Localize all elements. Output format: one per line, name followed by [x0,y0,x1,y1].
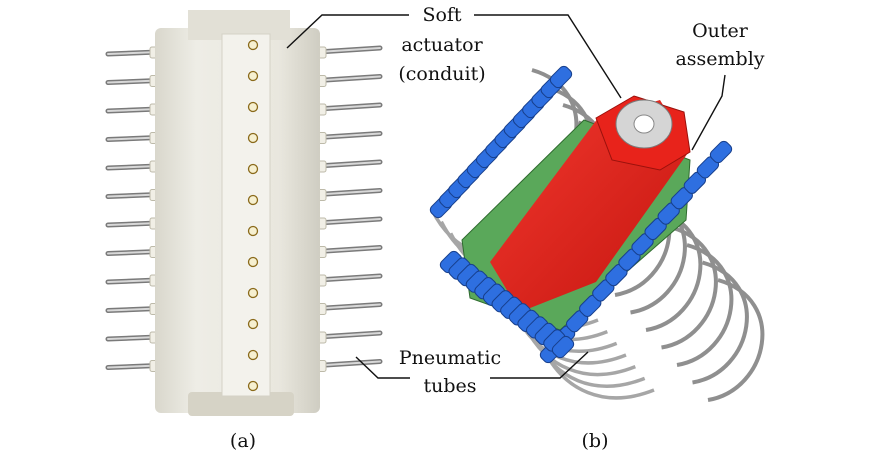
caption-a: (a) [230,430,256,452]
caption-b: (b) [582,430,609,452]
conduit-hole [247,194,259,206]
right-tube-highlight [317,104,381,110]
tube-loop [661,225,718,350]
soft-actuator-label-2: actuator [401,34,483,56]
outer-assembly-label-2: assembly [675,48,764,70]
conduit-holes [247,39,259,392]
outer-assembly-label-1: Outer [692,20,749,42]
outer-assembly-render [429,65,765,402]
soft-actuator-leader-right [474,14,622,99]
right-tube-highlight [317,161,381,167]
right-pneumatic-tubes [311,45,383,372]
silicone-bottom-block [188,392,294,416]
tube-loop [707,278,765,402]
right-tube-highlight [317,303,381,310]
conduit-hole [247,70,259,82]
blue-connector [549,65,573,89]
right-tube-highlight [317,332,381,338]
conduit-hole [247,349,259,361]
pneumatic-tubes-leader-right [490,351,589,379]
blue-connector [709,140,733,164]
right-tube-highlight [317,47,381,53]
tube-arc [542,349,655,400]
conduit-hole [247,132,259,144]
right-tube-highlight [317,360,381,367]
soft-actuator-label-3: (conduit) [398,63,485,85]
conduit-strip [221,33,271,397]
actuator-end-bore [633,114,655,134]
pneumatic-tubes-label-2: tubes [423,375,476,397]
right-tube-highlight [317,132,381,139]
conduit-hole [247,39,259,51]
conduit-hole [247,163,259,175]
soft-actuator-leader [286,14,409,49]
conduit-hole [247,380,259,392]
annotations: Soft actuator (conduit) Outer assembly P… [230,4,765,452]
pneumatic-tubes-label-1: Pneumatic [399,347,501,369]
right-tube-highlight [317,275,381,281]
right-tube-highlight [317,75,381,82]
tube-loop [692,260,749,385]
conduit-hole [247,318,259,330]
soft-actuator-photo [105,10,383,416]
soft-actuator-label-1: Soft [422,4,461,26]
conduit-hole [247,101,259,113]
conduit-hole [247,287,259,299]
right-tube-highlight [317,246,381,253]
blue-connectors [429,65,733,364]
pneumatic-tubes-leader-left [355,356,410,379]
conduit-hole [247,256,259,268]
conduit-hole [247,225,259,237]
outer-assembly-leader [691,74,726,151]
tube-loop [676,243,734,367]
blue-connector [551,335,575,359]
right-tube-highlight [317,218,381,224]
right-tube-highlight [317,189,381,196]
